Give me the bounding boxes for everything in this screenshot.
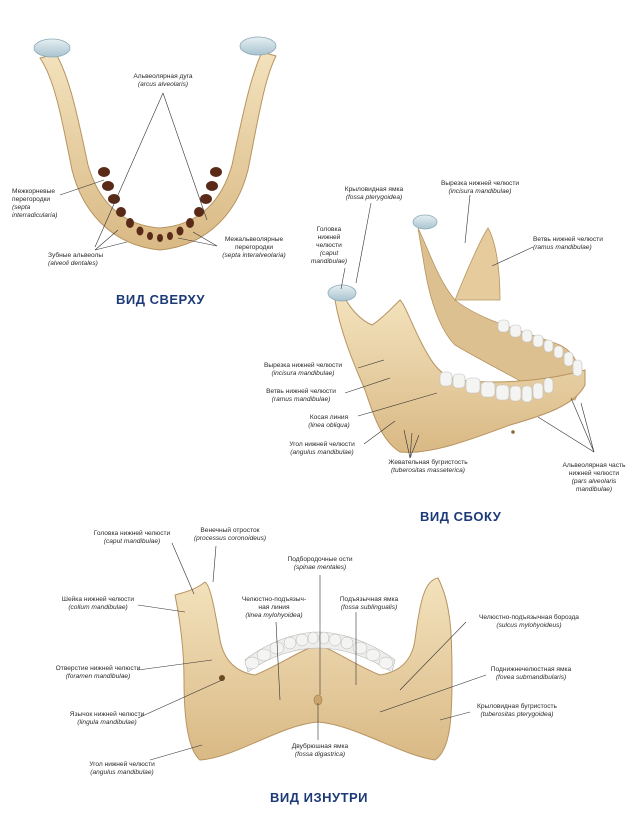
label-sulcus-mylohyoideus: Челюстно-подъязычная борозда (sulcus myl… — [479, 614, 579, 629]
label-foramen: Отверстие нижней челюсти (foramen mandib… — [55, 665, 141, 680]
label-fossa-digastrica: Двубрюшная ямка (fossa digastrica) — [291, 743, 349, 758]
inside-view-mandible — [137, 542, 487, 761]
label-side-caput: Головка нижней челюсти (caput mandibulae… — [310, 226, 348, 265]
label-linea-obliqua: Косая линия (linea obliqua) — [308, 414, 350, 429]
label-tuberositas-pterygoidea: Крыловидная бугристость (tuberositas pte… — [477, 703, 557, 718]
side-view-mandible — [327, 194, 595, 459]
label-incisura-left: Вырезка нижней челюсти (incisura mandibu… — [263, 362, 343, 377]
heading-inside-view: ВИД ИЗНУТРИ — [270, 790, 369, 805]
label-tuberositas-masseterica: Жевательная бугристость (tuberositas mas… — [388, 459, 468, 474]
label-fovea-submandibularis: Поднижнечелюстная ямка (fovea submandibu… — [490, 666, 572, 681]
label-arcus-alveolaris: Альвеолярная дуга (arcus alveolaris) — [133, 73, 193, 88]
inside-view-teeth — [244, 631, 394, 670]
label-processus-coronoideus: Венечный отросток (processus coronoideus… — [193, 527, 267, 542]
label-septa-interalveolaria: Межальвеолярные перегородки (septa inter… — [222, 236, 286, 259]
top-view-bone — [39, 51, 277, 251]
label-incisura-top: Вырезка нижней челюсти (incisura mandibu… — [440, 180, 520, 195]
label-inside-caput: Головка нижней челюсти (caput mandibulae… — [93, 530, 171, 545]
side-view-near-body — [334, 297, 586, 453]
inside-view-dental-arch — [244, 631, 396, 673]
top-view-mandible — [33, 36, 277, 251]
label-ramus-right: Ветвь нижней челюсти (ramus mandibulae) — [533, 236, 603, 251]
label-collum: Шейка нижней челюсти (collum mandibulae) — [61, 596, 135, 611]
label-ramus-left: Ветвь нижней челюсти (ramus mandibulae) — [266, 388, 336, 403]
side-far-condyle-cartilage — [412, 214, 438, 230]
label-inside-angulus: Угол нижней челюсти (angulus mandibulae) — [89, 761, 155, 776]
side-view-teeth — [439, 319, 583, 403]
side-near-condyle-cartilage — [327, 284, 357, 302]
label-septa-interradicularia: Межкорневые перегородки (septa interradi… — [12, 188, 58, 219]
label-alveoli-dentales: Зубные альвеолы (alveoli dentales) — [48, 252, 104, 267]
top-right-condyle-cartilage — [239, 36, 277, 56]
label-lingula: Язычок нижней челюсти (lingula mandibula… — [69, 711, 145, 726]
label-spinae-mentales: Подбородочные ости (spinae mentales) — [287, 556, 353, 571]
top-left-condyle-cartilage — [33, 38, 71, 58]
heading-side-view: ВИД СБОКУ — [420, 509, 502, 524]
top-view-alveoli — [98, 167, 222, 242]
label-pars-alveolaris: Альвеолярная часть нижней челюсти (pars … — [562, 462, 626, 493]
heading-top-view: ВИД СВЕРХУ — [116, 292, 205, 307]
label-linea-mylohyoidea: Челюстно-подъязыч- ная линия (linea mylo… — [241, 596, 307, 619]
label-fossa-sublingualis: Подъязычная ямка (fossa sublingualis) — [339, 596, 399, 611]
label-side-angulus: Угол нижней челюсти (angulus mandibulae) — [289, 441, 355, 456]
side-view-far-coronoid — [454, 227, 501, 301]
inside-view-bone — [174, 577, 453, 761]
label-fossa-pterygoidea: Крыловидная ямка (fossa pterygoidea) — [344, 186, 404, 201]
